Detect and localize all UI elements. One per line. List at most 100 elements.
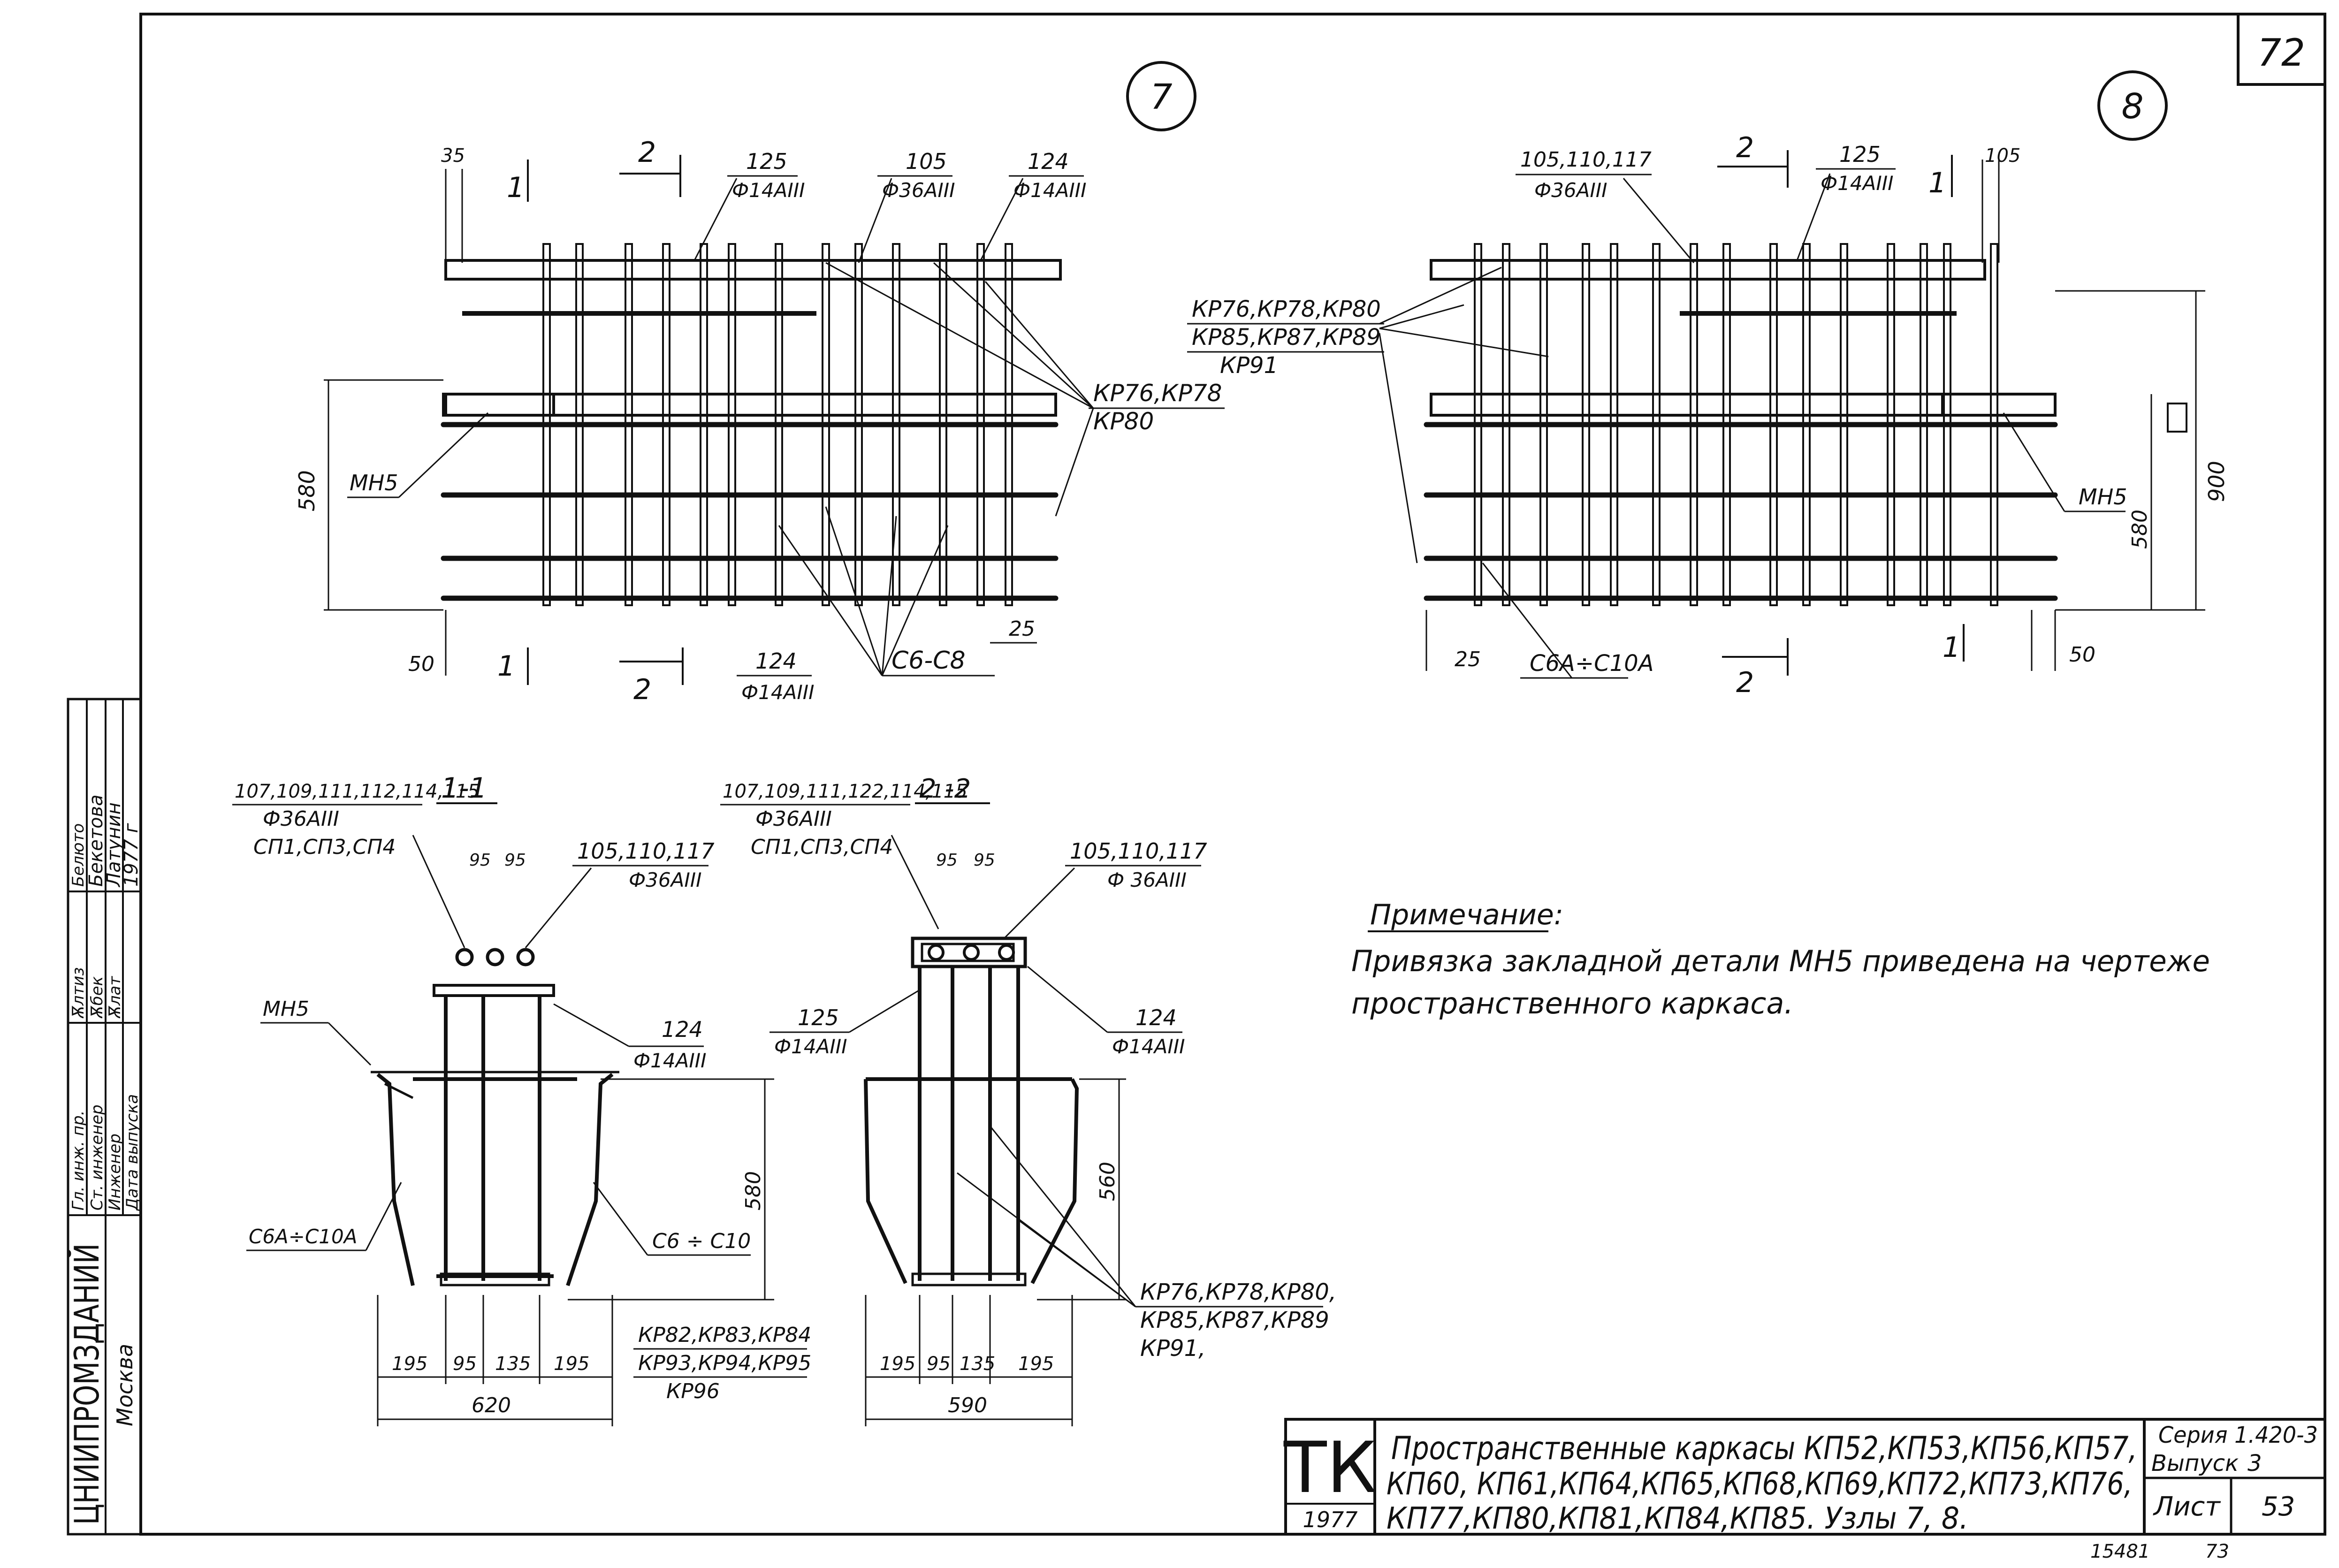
node-7: 7 580 35 1 2 125 Ф14АIII 105 Ф36АIII	[294, 61, 1225, 706]
node-7-p125: 125	[746, 149, 787, 174]
node-8-p105: 105,110,117	[1520, 148, 1652, 172]
issue-value: 3	[2248, 1450, 2262, 1477]
stamp-role-1: Гл. инж. пр.	[69, 1111, 88, 1210]
s11-kr2: КР93,КР94,КР95	[638, 1351, 811, 1375]
node-7-c6: С6-С8	[891, 647, 966, 675]
node-8-d25: 25	[1455, 647, 1481, 671]
node-7-d50: 50	[408, 652, 434, 676]
node-7-stirrup	[700, 243, 708, 606]
series-label: Серия 1.420-3	[2158, 1422, 2318, 1448]
node-8-stirrup	[1990, 243, 1998, 606]
title-line-1: Пространственные каркасы КП52,КП53,КП56,…	[1391, 1430, 2137, 1467]
node-8-p105-bar: Ф36АIII	[1534, 179, 1608, 202]
s22-pos2: 105,110,117	[1070, 838, 1207, 864]
s11-dim2: 95	[453, 1353, 477, 1375]
s11-dim1: 195	[392, 1353, 427, 1375]
node-7-sec1-top: 1	[507, 171, 525, 204]
node-7-stirrup	[625, 243, 633, 606]
title-line-3: КП77,КП80,КП81,КП84,КП85. Узлы 7, 8.	[1387, 1501, 1968, 1536]
s11-mh5: МН5	[263, 997, 309, 1021]
node-7-stirrup	[892, 243, 900, 606]
s11-dim4: 195	[554, 1353, 589, 1375]
corner-number-box	[2237, 13, 2326, 86]
note-title: Примечание:	[1370, 898, 1563, 931]
node-8-p125-bar: Ф14АIII	[1821, 172, 1894, 195]
node-8-mh5-plate	[1941, 393, 2057, 417]
s22-h560: 560	[1096, 1162, 1120, 1201]
node-7-sec1-bot: 1	[497, 650, 515, 683]
node-8-d50: 50	[2069, 643, 2095, 667]
s22-pos3: 124	[1135, 1005, 1177, 1030]
s22-pos1-bar: Ф36АIII	[755, 807, 832, 831]
node-7-h580: 580	[294, 470, 320, 511]
stamp-role-3: Инженер	[106, 1134, 124, 1210]
node-7-p124: 124	[1028, 149, 1069, 174]
s22-pos4: 125	[798, 1005, 839, 1030]
s11-pos3: 124	[662, 1017, 703, 1042]
stamp-sign-2: Ѫбек	[88, 976, 107, 1019]
s22-d95b: 95	[974, 851, 995, 870]
node-7-sec2-top: 2	[638, 136, 656, 169]
title-block: ТК 1977 Пространственные каркасы КП52,КП…	[1283, 1418, 2326, 1536]
s22-kr2: КР85,КР87,КР89	[1140, 1307, 1329, 1333]
note-line-1: Привязка закладной детали МН5 приведена …	[1351, 944, 2210, 978]
side-stamp: Гл. инж. пр. Ст. инженер Инженер Дата вы…	[67, 698, 142, 1536]
node-8-stirrup	[1769, 243, 1778, 606]
node-8-stirrup	[1802, 243, 1811, 606]
node-8-h580: 580	[2128, 510, 2152, 549]
stamp-name-3: Латунин	[103, 802, 125, 888]
s22-kr1: КР76,КР78,КР80,	[1140, 1279, 1336, 1305]
sheet-label: Лист	[2153, 1492, 2221, 1522]
node-8-number: 8	[2121, 86, 2143, 127]
stamp-city: Москва	[112, 1344, 137, 1426]
s11-h580: 580	[741, 1171, 765, 1210]
stamp-name-1: Белюто	[69, 823, 88, 887]
s22-dim4: 195	[1018, 1353, 1054, 1375]
node-7-sec2-bot: 2	[633, 673, 651, 706]
stamp-org: ЦНИИПРОМЗДАНИЙ	[67, 1243, 107, 1525]
stamp-role-4: Дата выпуска	[123, 1094, 142, 1211]
node-8-stirrup	[1690, 243, 1698, 606]
s11-pos1-bar: Ф36АIII	[263, 807, 339, 831]
s11-pos3-bar: Ф14АIII	[633, 1049, 707, 1072]
node-8-stirrup	[1840, 243, 1848, 606]
node-8-d105: 105	[1985, 145, 2020, 167]
s11-dim3: 135	[495, 1353, 531, 1375]
node-8-mh5: МН5	[2079, 484, 2127, 510]
node-7-stirrup	[939, 243, 947, 606]
footer-page: 73	[2205, 1541, 2229, 1562]
node-8-stirrup	[1582, 243, 1590, 606]
node-7-circle	[1126, 61, 1196, 131]
node-8-sec2-top: 2	[1736, 131, 1754, 164]
s11-c6: С6 ÷ С10	[652, 1229, 751, 1253]
stamp-sign-1: Ѫлтиз	[69, 967, 88, 1019]
s11-pos2-bar: Ф36АIII	[629, 868, 702, 891]
node-8-stirrup	[1887, 243, 1895, 606]
node-7-d35: 35	[441, 145, 465, 167]
title-year: 1977	[1303, 1507, 1357, 1532]
section-2-2-title: 2 -2	[920, 774, 971, 804]
s11-c6a: С6А÷С10А	[249, 1225, 357, 1248]
stamp-name-4: 1977 г	[121, 822, 142, 887]
node-7-mh5-plate	[444, 393, 555, 417]
s22-pos3-bar: Ф14АIII	[1112, 1035, 1185, 1058]
node-7-number: 7	[1150, 77, 1172, 117]
s11-kr1: КР82,КР83,КР84	[638, 1323, 811, 1347]
node-8-stirrup	[1474, 243, 1482, 606]
node-7-p124-bar: Ф14АIII	[1013, 179, 1087, 202]
title-logo: ТК	[1283, 1427, 1377, 1509]
node-8-kr2: КР85,КР87,КР89	[1192, 324, 1381, 350]
node-8-sec2-bot: 2	[1736, 666, 1754, 699]
footer-code: 15481	[2090, 1541, 2150, 1562]
node-8-circle	[2097, 70, 2168, 141]
s11-pos2: 105,110,117	[577, 838, 715, 864]
s22-dim1: 195	[880, 1353, 915, 1375]
node-7-b124: 124	[755, 648, 797, 674]
s22-kr3: КР91,	[1140, 1335, 1205, 1362]
s11-d95a: 95	[469, 851, 491, 870]
node-7-stirrup	[976, 243, 985, 606]
s22-total: 590	[948, 1393, 987, 1417]
node-8: 8 900 580 105,110,117 Ф36АIII 2 125 Ф14А…	[1187, 70, 2229, 699]
s11-pos1-sp: СП1,СП3,СП4	[253, 835, 396, 859]
note-line-2: пространственного каркаса.	[1351, 986, 1793, 1020]
